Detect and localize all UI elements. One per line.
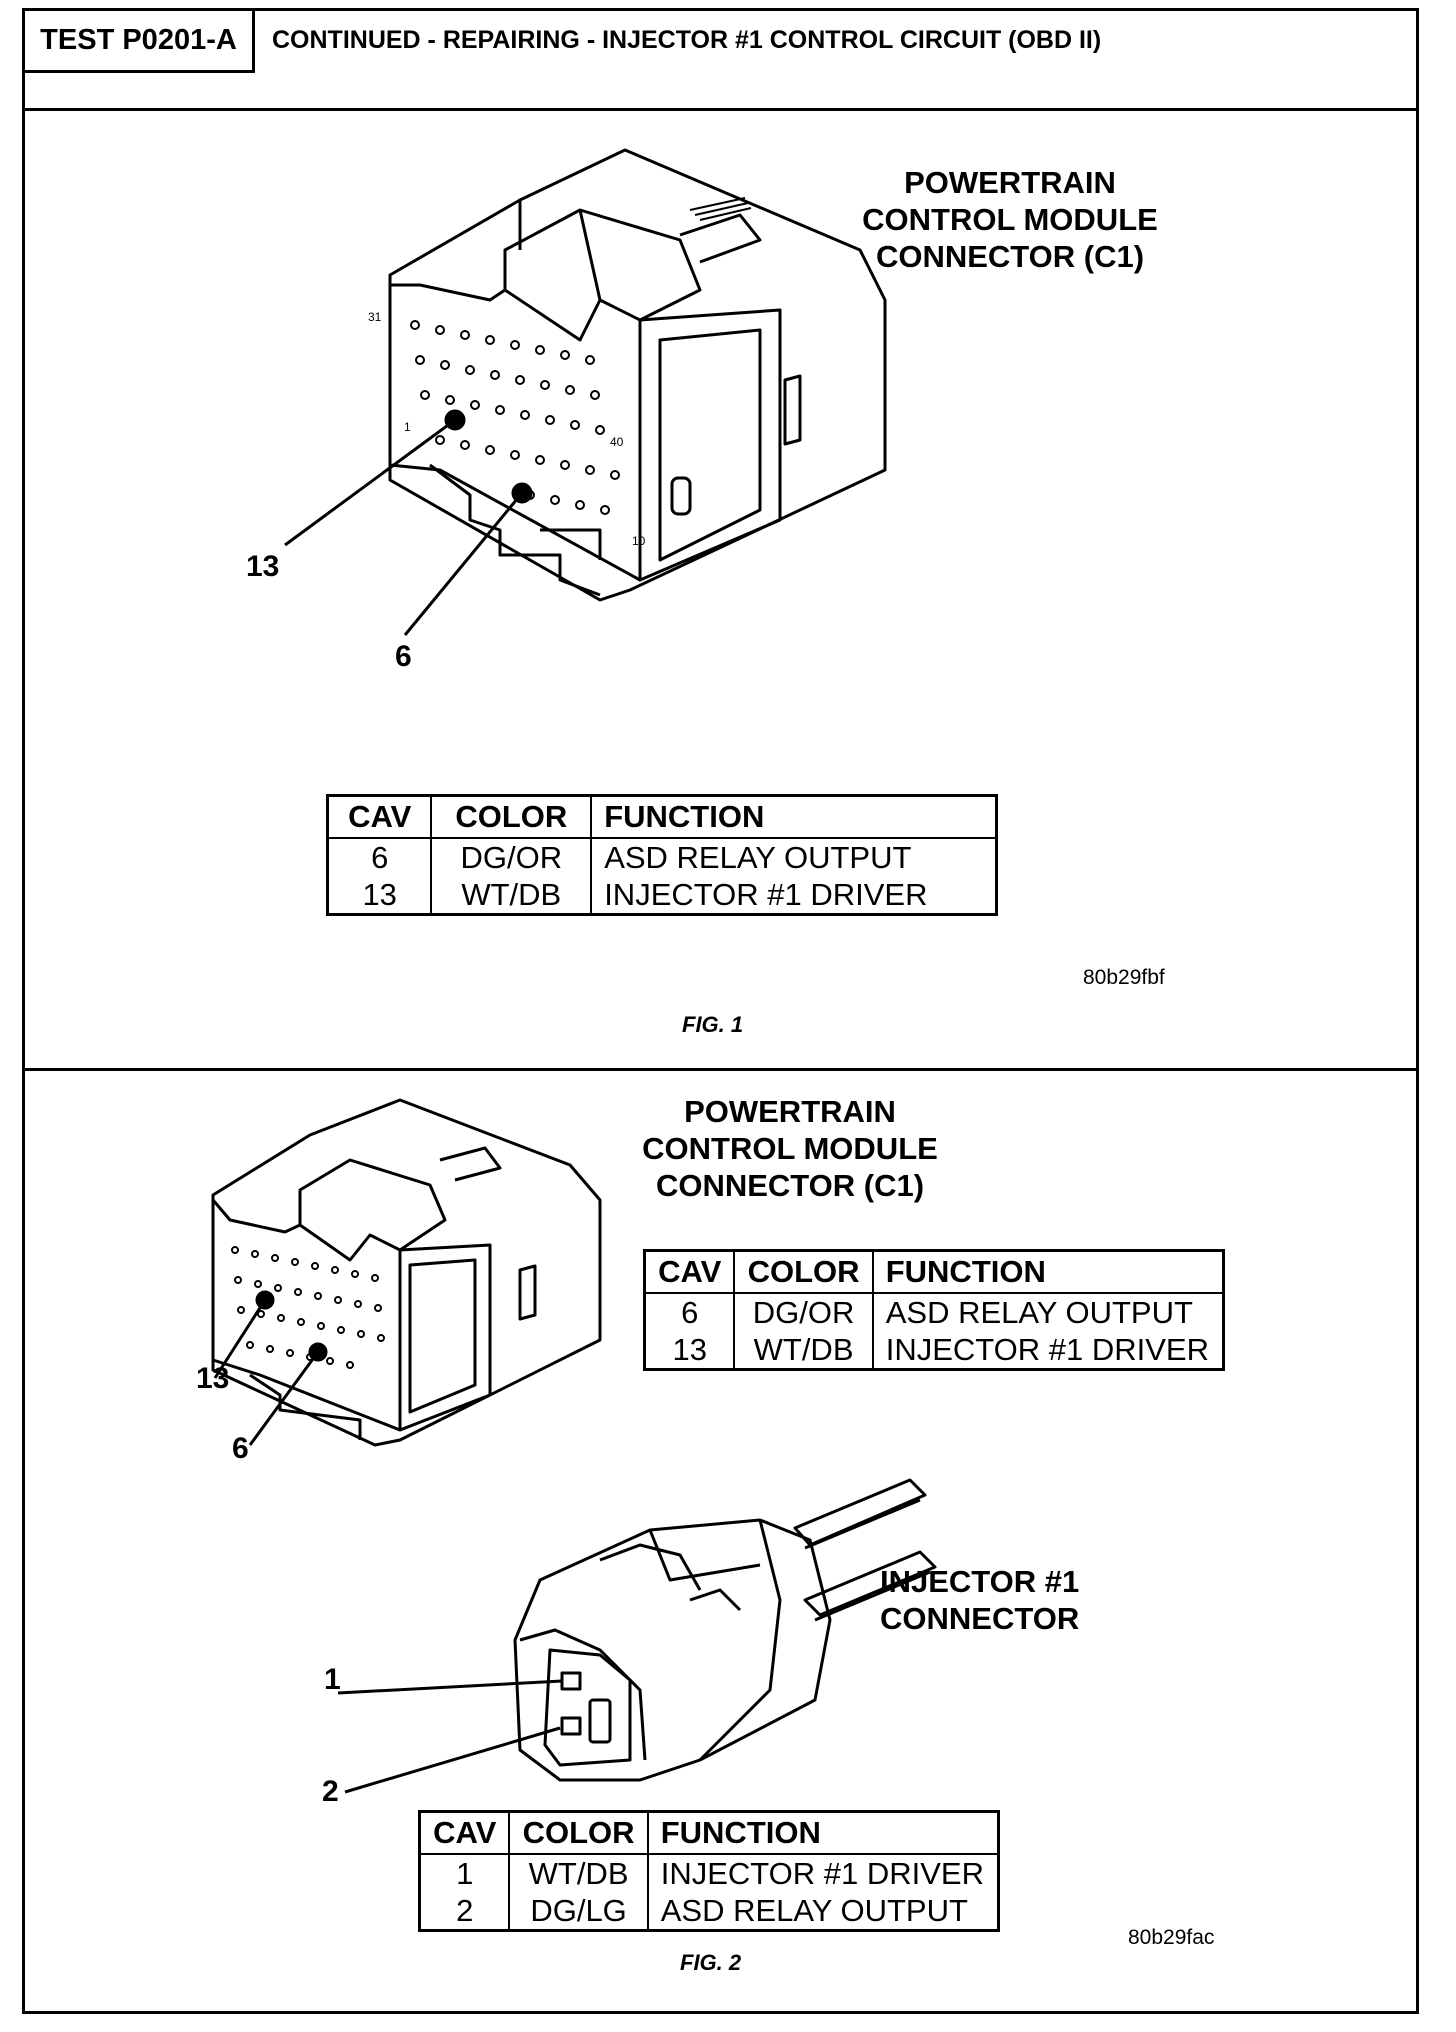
table-row: 13 WT/DB INJECTOR #1 DRIVER: [328, 876, 997, 915]
test-id-box: TEST P0201-A: [22, 8, 255, 73]
table-row: 13 WT/DB INJECTOR #1 DRIVER: [645, 1331, 1224, 1370]
cav-cell: 6: [681, 1295, 699, 1330]
fig2-callout-6: 6: [232, 1432, 249, 1465]
fig2-injector-connector-drawing: [337, 1478, 937, 1794]
fig2-title-line3: CONNECTOR (C1): [655, 1168, 925, 1204]
pin-number-10: 10: [632, 534, 646, 548]
function-cell: INJECTOR #1 DRIVER: [871, 1331, 1224, 1370]
fig1-pcm-connector-drawing: [284, 148, 887, 636]
fig2-title: POWERTRAIN CONTROL MODULE CONNECTOR (C1): [620, 1093, 960, 1205]
cav-cell: 13: [672, 1332, 707, 1368]
test-id: TEST P0201-A: [40, 24, 237, 56]
col-color: COLOR: [733, 1250, 873, 1294]
fig1-title: POWERTRAIN CONTROL MODULE CONNECTOR (C1): [860, 164, 1160, 276]
injector-connector-title: INJECTOR #1 CONNECTOR: [880, 1563, 1110, 1637]
fig1-title-line1: POWERTRAIN: [904, 165, 1116, 200]
function-cell: ASD RELAY OUTPUT: [590, 838, 997, 877]
color-cell: DG/OR: [733, 1293, 873, 1332]
page-frame: [22, 8, 1419, 2014]
col-cav: CAV: [419, 1811, 510, 1855]
col-cav: CAV: [327, 795, 432, 839]
fig1-title-line3: CONNECTOR (C1): [875, 239, 1145, 275]
table-row: 2 DG/LG ASD RELAY OUTPUT: [420, 1892, 999, 1931]
color-cell: WT/DB: [430, 876, 592, 915]
pin-number-1: 1: [404, 420, 411, 434]
injector-callout-2: 2: [322, 1775, 339, 1808]
fig1-caption: FIG. 1: [682, 1012, 744, 1037]
fig1-cavity-table: CAV COLOR FUNCTION 6 DG/OR ASD RELAY OUT…: [326, 794, 998, 917]
table-header-row: CAV COLOR FUNCTION: [327, 795, 997, 839]
fig2-drawing-code: 80b29fac: [1128, 1926, 1215, 1949]
fig2-caption: FIG. 2: [680, 1950, 742, 1975]
injector-cavity-table: CAV COLOR FUNCTION 1 WT/DB INJECTOR #1 D…: [418, 1810, 1000, 1933]
table-row: 6 DG/OR ASD RELAY OUTPUT: [645, 1293, 1224, 1332]
fig2-pcm-connector-drawing: [211, 1098, 602, 1447]
cav-cell: 13: [362, 877, 397, 913]
col-color: COLOR: [508, 1811, 648, 1855]
fig1-title-line2: CONTROL MODULE: [862, 202, 1158, 238]
header-divider: [22, 108, 1419, 111]
pin-number-40: 40: [610, 435, 624, 449]
color-cell: WT/DB: [508, 1854, 648, 1893]
col-function: FUNCTION: [871, 1250, 1224, 1294]
pin-number-31: 31: [368, 310, 382, 324]
fig1-callout-6: 6: [395, 640, 412, 673]
table-header-row: CAV COLOR FUNCTION: [644, 1250, 1224, 1294]
col-function: FUNCTION: [646, 1811, 999, 1855]
figure-divider: [22, 1068, 1419, 1071]
fig1-callout-13: 13: [246, 550, 280, 583]
fig2-title-line1: POWERTRAIN: [684, 1094, 896, 1129]
color-cell: WT/DB: [733, 1331, 873, 1370]
function-cell: ASD RELAY OUTPUT: [646, 1892, 999, 1931]
fig2-callout-13: 13: [196, 1362, 230, 1395]
color-cell: DG/LG: [508, 1892, 648, 1931]
col-cav: CAV: [644, 1250, 735, 1294]
col-color: COLOR: [430, 795, 592, 839]
cav-cell: 6: [371, 840, 389, 875]
page-title: CONTINUED - REPAIRING - INJECTOR #1 CONT…: [272, 26, 1102, 54]
injector-title-line1: INJECTOR #1: [880, 1564, 1080, 1599]
fig2-cavity-table: CAV COLOR FUNCTION 6 DG/OR ASD RELAY OUT…: [643, 1249, 1225, 1372]
fig1-drawing-code: 80b29fbf: [1083, 966, 1165, 989]
cav-cell: 2: [456, 1893, 474, 1929]
injector-title-line2: CONNECTOR: [880, 1601, 1080, 1637]
fig2-title-line2: CONTROL MODULE: [642, 1131, 938, 1167]
table-header-row: CAV COLOR FUNCTION: [419, 1811, 999, 1855]
col-function: FUNCTION: [590, 795, 997, 839]
function-cell: ASD RELAY OUTPUT: [871, 1293, 1224, 1332]
injector-callout-1: 1: [324, 1663, 341, 1696]
function-cell: INJECTOR #1 DRIVER: [646, 1854, 999, 1893]
table-row: 1 WT/DB INJECTOR #1 DRIVER: [420, 1854, 999, 1893]
cav-cell: 1: [456, 1856, 474, 1891]
color-cell: DG/OR: [430, 838, 592, 877]
function-cell: INJECTOR #1 DRIVER: [590, 876, 997, 915]
table-row: 6 DG/OR ASD RELAY OUTPUT: [328, 838, 997, 877]
